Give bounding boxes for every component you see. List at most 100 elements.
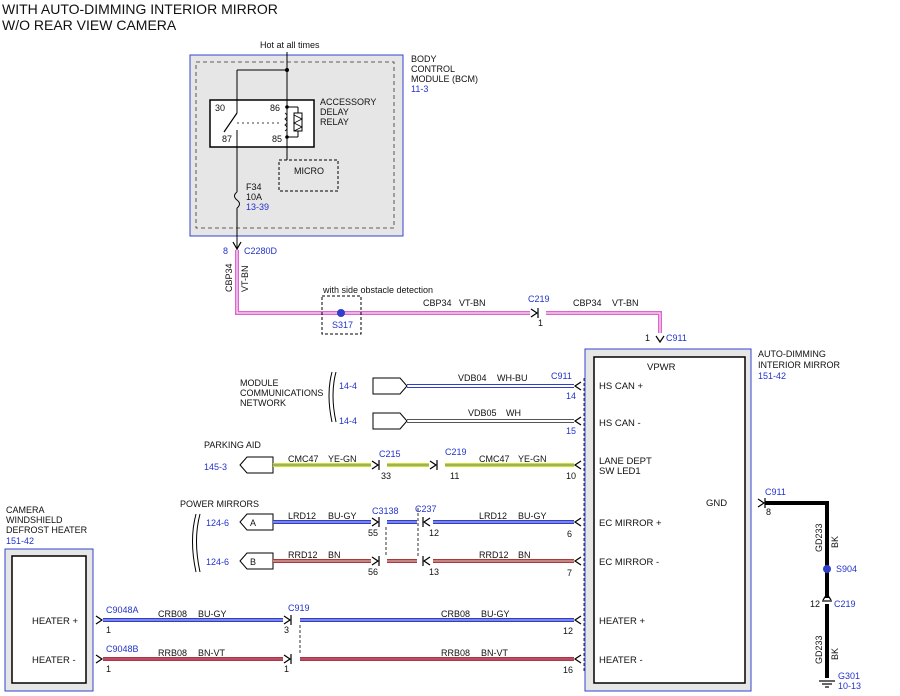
s317-label: S317 bbox=[332, 320, 353, 330]
vdb04-circuit: VDB04 bbox=[458, 373, 487, 383]
g301-ref: 10-13 bbox=[838, 681, 861, 691]
bcm-name-3: MODULE (BCM) bbox=[411, 74, 478, 84]
module-communications-network: MODULE COMMUNICATIONS NETWORK 14-4 14-4 … bbox=[240, 371, 582, 436]
c219b-pin: 11 bbox=[450, 471, 459, 481]
relay-coil-icon bbox=[293, 112, 303, 132]
heater-minus-pin-16: 16 bbox=[563, 665, 573, 675]
rrd12-pin-7: 7 bbox=[567, 568, 572, 578]
pin-heater-minus: HEATER - bbox=[599, 655, 643, 666]
relay-pin-30: 30 bbox=[215, 103, 225, 113]
relay-pin-85: 85 bbox=[272, 134, 282, 144]
pin-gnd: GND bbox=[706, 498, 727, 509]
c219-connector-icon bbox=[530, 308, 539, 318]
rrb08-color-1: BN-VT bbox=[198, 648, 226, 658]
ground-c219-pin: 12 bbox=[810, 599, 820, 609]
micro-label: MICRO bbox=[294, 166, 324, 176]
crb08-circuit-1: CRB08 bbox=[158, 609, 187, 619]
relay-name-3: RELAY bbox=[320, 117, 349, 127]
pin-hs-can-minus: HS CAN - bbox=[599, 418, 641, 429]
g301-label: G301 bbox=[838, 671, 860, 681]
lrd12-pin-12: 12 bbox=[429, 528, 439, 538]
vdb04-connector: C911 bbox=[551, 371, 572, 381]
pin-vpwr: VPWR bbox=[647, 362, 676, 373]
rrb08-color-2: BN-VT bbox=[481, 648, 509, 658]
pin-heater-plus: HEATER + bbox=[599, 616, 645, 627]
mirror-name-1: AUTO-DIMMING bbox=[758, 349, 826, 359]
feed-circuit-1: CBP34 bbox=[423, 298, 452, 308]
relay-name-2: DELAY bbox=[320, 107, 349, 117]
c919-name: C919 bbox=[288, 603, 310, 613]
rrd12-color-1: BN bbox=[328, 550, 341, 560]
fuse-ref: 13-39 bbox=[246, 202, 269, 212]
c911-pin: 1 bbox=[645, 333, 650, 343]
heater-plus-wire: C9048A 1 CRB08 BU-GY C919 3 CRB08 BU-GY … bbox=[95, 603, 582, 636]
lrd12-color-2: BU-GY bbox=[518, 511, 547, 521]
camera-ref: 151-42 bbox=[6, 536, 34, 546]
feed-circuit-2: CBP34 bbox=[573, 298, 602, 308]
power-mirrors-circuit: POWER MIRRORS 124-6 124-6 A B bbox=[180, 499, 582, 578]
camera-heater-plus: HEATER + bbox=[32, 616, 78, 627]
bcm-ref: 11-3 bbox=[411, 84, 428, 94]
gd233-circuit-2: GD233 bbox=[814, 635, 824, 664]
ground-circuit: C911 8 GD233 BK S904 12 C219 GD233 BK G3… bbox=[757, 487, 861, 691]
lrd12-color-1: BU-GY bbox=[328, 511, 357, 521]
title-line-2: W/O REAR VIEW CAMERA bbox=[2, 17, 177, 33]
pin-ec-mirror-plus: EC MIRROR + bbox=[599, 518, 662, 529]
mirror-ref: 151-42 bbox=[758, 371, 786, 381]
fuse-icon bbox=[234, 191, 240, 209]
c9048a-name: C9048A bbox=[106, 605, 139, 615]
ground-c219-name: C219 bbox=[834, 599, 856, 609]
auto-dimming-mirror-module: AUTO-DIMMING INTERIOR MIRROR 151-42 VPWR… bbox=[583, 348, 840, 692]
power-mirrors-ref-b: 124-6 bbox=[206, 557, 229, 567]
network-label-3: NETWORK bbox=[240, 398, 286, 408]
ground-c911-pin: 8 bbox=[766, 507, 771, 517]
c919-pin: 3 bbox=[284, 625, 289, 635]
side-obstacle-label: with side obstacle detection bbox=[322, 285, 433, 295]
c219b-name: C219 bbox=[445, 447, 467, 457]
c219a-name: C219 bbox=[528, 294, 550, 304]
pin-lane-dept-2: SW LED1 bbox=[599, 466, 641, 477]
lrd12-pin-6: 6 bbox=[567, 529, 572, 539]
lrd12-circuit-1: LRD12 bbox=[288, 511, 316, 521]
c9048b-pin: 1 bbox=[106, 664, 111, 674]
network-ref-1: 14-4 bbox=[339, 381, 357, 391]
network-label-1: MODULE bbox=[240, 378, 279, 388]
c219a-pin: 1 bbox=[538, 318, 543, 328]
heater-plus-pin-12: 12 bbox=[563, 626, 573, 636]
camera-name-2: WINDSHIELD bbox=[6, 515, 63, 525]
relay-pin-86: 86 bbox=[270, 103, 280, 113]
c2280d-pin: 8 bbox=[223, 246, 228, 256]
bcm-module: Hot at all times BODY CONTROL MODULE (BC… bbox=[189, 40, 478, 251]
rrb08-circuit-1: RRB08 bbox=[158, 648, 187, 658]
vdb05-color: WH bbox=[506, 408, 521, 418]
power-mirrors-ref-a: 124-6 bbox=[206, 518, 229, 528]
mirror-name-2: INTERIOR MIRROR bbox=[758, 360, 840, 370]
feed-wire bbox=[235, 250, 662, 333]
tag-a: A bbox=[250, 518, 256, 528]
parking-aid-label: PARKING AID bbox=[204, 440, 261, 450]
fuse-name: F34 bbox=[246, 182, 262, 192]
pin-lane-dept-1: LANE DEPT bbox=[599, 456, 652, 467]
relay-pin-87: 87 bbox=[222, 134, 232, 144]
camera-name-3: DEFROST HEATER bbox=[6, 525, 88, 535]
pin-hs-can-plus: HS CAN + bbox=[599, 381, 644, 392]
camera-defrost-heater-module: CAMERA WINDSHIELD DEFROST HEATER 151-42 … bbox=[4, 505, 94, 692]
rrd12-pin-13: 13 bbox=[429, 567, 439, 577]
s904-label: S904 bbox=[836, 564, 857, 574]
cmc47-color-1: YE-GN bbox=[328, 454, 357, 464]
fuse-amp: 10A bbox=[246, 192, 262, 202]
crb08-color-2: BU-GY bbox=[481, 609, 510, 619]
network-label-2: COMMUNICATIONS bbox=[240, 388, 323, 398]
c237-name: C237 bbox=[415, 504, 437, 514]
power-mirrors-label: POWER MIRRORS bbox=[180, 499, 259, 509]
splice-s904-icon bbox=[823, 565, 831, 573]
vdb05-pin: 15 bbox=[566, 426, 576, 436]
bcm-name-1: BODY bbox=[411, 54, 437, 64]
ground-c911-name: C911 bbox=[765, 487, 786, 497]
cmc47-circuit-2: CMC47 bbox=[479, 454, 510, 464]
heater-minus-c919-pin: 1 bbox=[284, 664, 289, 674]
hot-at-all-times-label: Hot at all times bbox=[260, 40, 320, 50]
lrd12-circuit-2: LRD12 bbox=[479, 511, 507, 521]
rrd12-pin-56: 56 bbox=[368, 567, 378, 577]
c3138-name: C3138 bbox=[372, 506, 399, 516]
